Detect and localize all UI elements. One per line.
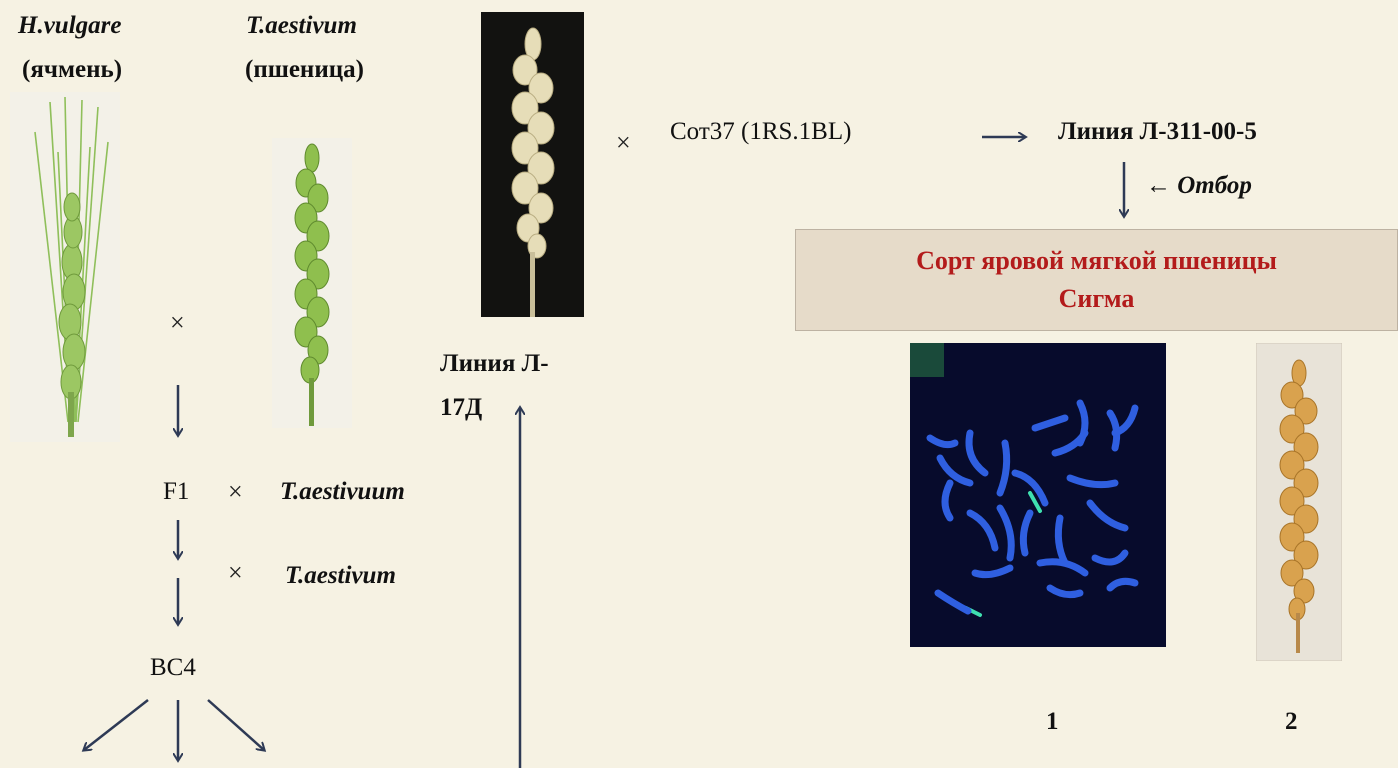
arrow-bc4-right bbox=[208, 700, 264, 750]
arrow-bc4-left bbox=[84, 700, 148, 750]
